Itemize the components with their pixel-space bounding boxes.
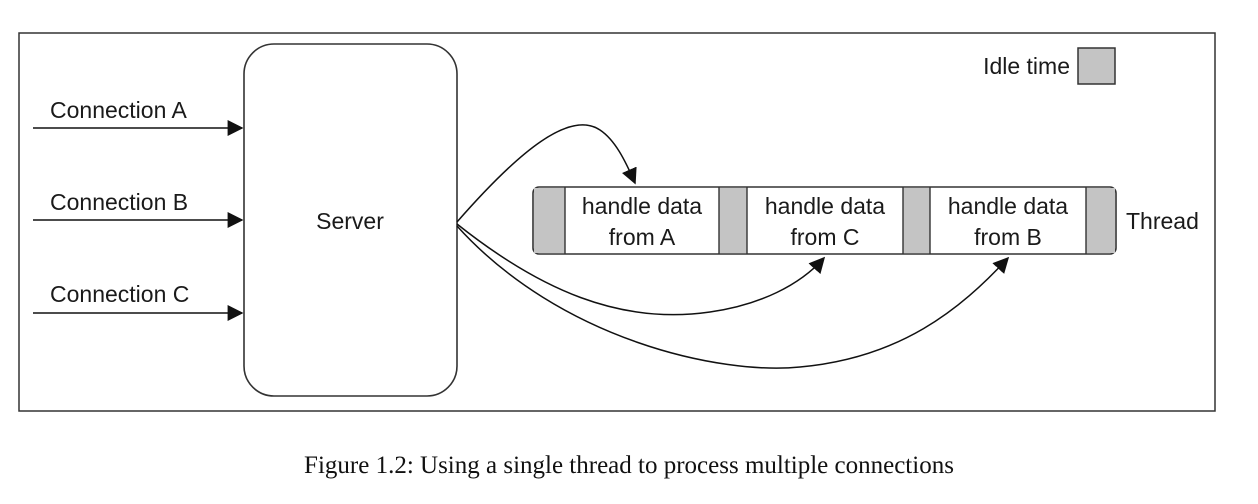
thread-bar: handle data from A handle data from C ha… (532, 186, 1117, 255)
task-line-1: handle data (948, 193, 1068, 219)
connection-label: Connection A (50, 97, 187, 123)
task-line-2: from A (609, 224, 676, 250)
task-line-2: from B (974, 224, 1042, 250)
thread-outline (532, 186, 1117, 255)
task-from-c: handle data from C (765, 193, 885, 250)
thread-label: Thread (1126, 208, 1199, 234)
connection-b: Connection B (33, 189, 244, 228)
idle-segment (1086, 188, 1115, 253)
idle-segment (534, 188, 565, 253)
connection-c: Connection C (33, 281, 244, 321)
server-box: Server (243, 43, 458, 397)
task-line-1: handle data (765, 193, 885, 219)
task-from-a: handle data from A (582, 193, 702, 250)
figure-caption: Figure 1.2: Using a single thread to pro… (304, 452, 954, 479)
legend-idle-swatch (1077, 47, 1116, 85)
idle-segment (719, 188, 747, 253)
dispatch-curve-b (456, 225, 1010, 369)
legend-label: Idle time (983, 53, 1070, 79)
dispatch-curve-c (456, 223, 826, 316)
task-line-1: handle data (582, 193, 702, 219)
connection-label: Connection B (50, 189, 188, 215)
dispatch-curve-a (456, 124, 637, 223)
task-from-b: handle data from B (948, 193, 1068, 250)
idle-segment (903, 188, 930, 253)
server-label: Server (316, 208, 384, 234)
task-line-2: from C (791, 224, 860, 250)
connection-label: Connection C (50, 281, 189, 307)
connection-a: Connection A (33, 97, 244, 136)
